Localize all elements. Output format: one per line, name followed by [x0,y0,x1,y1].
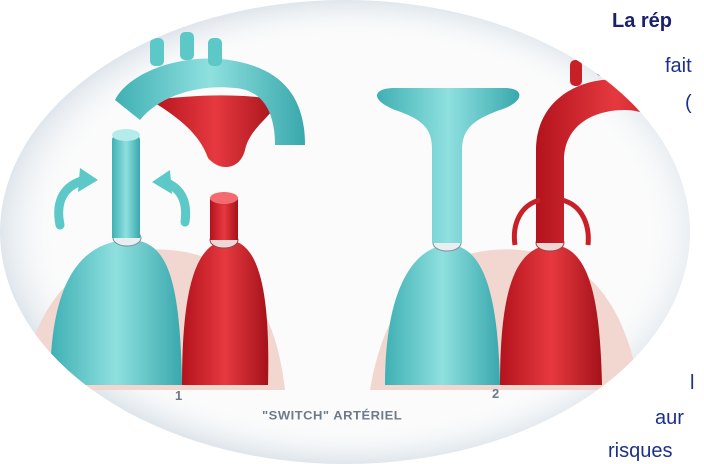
step-1-label: 1 [175,388,182,403]
figure-caption: "SWITCH" ARTÉRIEL [262,409,402,423]
step-2-label: 2 [492,386,499,401]
